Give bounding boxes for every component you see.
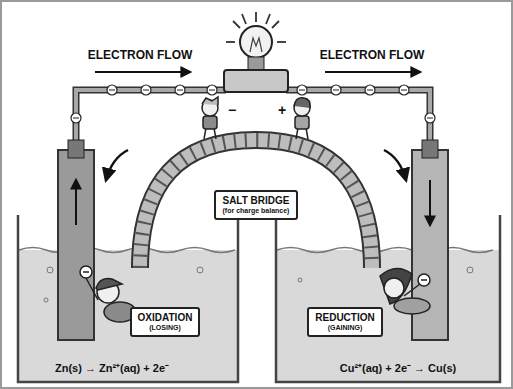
reduction-sign: REDUCTION(GAINING) — [307, 307, 382, 337]
flow-label: ELECTRON FLOW — [320, 49, 425, 63]
sign-heading: REDUCTION — [315, 312, 374, 324]
sign-note: (GAINING) — [315, 324, 374, 332]
right-beaker — [276, 215, 500, 382]
charge-sign: − — [228, 102, 236, 118]
sign-heading: SALT BRIDGE — [222, 195, 289, 207]
electrode-arrow-up — [75, 180, 77, 225]
ion-arrow — [106, 150, 128, 180]
electrode-arrow-down — [429, 180, 431, 225]
half-equation: Zn(s) → Zn²⁺(aq) + 2e⁻ — [55, 362, 169, 375]
sign-note: (LOSING) — [138, 324, 193, 332]
zinc-swimmer — [80, 266, 136, 322]
salt-bridge-sign: SALT BRIDGE(for charge balance) — [214, 190, 297, 220]
cation-character — [294, 98, 310, 139]
copper-swimmer — [380, 268, 430, 314]
salt-bridge-arch — [140, 140, 372, 268]
left-beaker — [18, 215, 238, 382]
anion-character — [202, 97, 218, 139]
flow-label: ELECTRON FLOW — [88, 49, 193, 63]
flow-arrow — [325, 71, 420, 73]
sign-note: (for charge balance) — [222, 207, 289, 215]
zinc-electrode — [58, 150, 94, 340]
flow-arrow — [95, 71, 190, 73]
light-bulb — [224, 12, 288, 92]
half-equation: Cu²⁺(aq) + 2e⁻ → Cu(s) — [340, 362, 456, 375]
sign-heading: OXIDATION — [138, 312, 193, 324]
ion-arrow — [384, 150, 406, 180]
bubbles — [44, 267, 473, 302]
oxidation-sign: OXIDATION(LOSING) — [130, 307, 201, 337]
charge-sign: + — [278, 102, 286, 118]
